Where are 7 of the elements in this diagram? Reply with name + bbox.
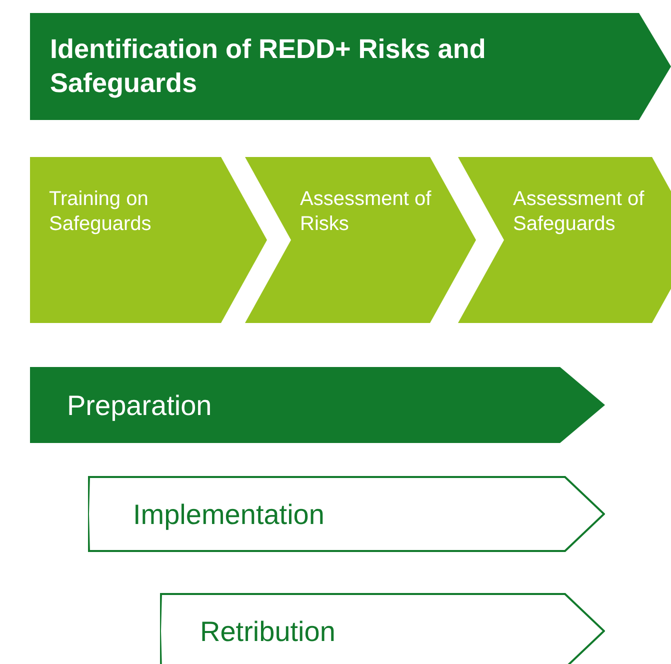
chevron-label: Retribution <box>200 614 336 648</box>
chevron-label: Assessment of Risks <box>300 187 432 237</box>
chevron-label: Preparation <box>67 388 213 422</box>
chevron-label: Identification of REDD+ Risks and Safeguards <box>50 32 487 100</box>
chevron-label: Training on Safeguards <box>49 187 152 237</box>
chevron-label: Implementation <box>133 498 326 532</box>
chevron-label: Assessment of Safeguards <box>513 187 646 237</box>
